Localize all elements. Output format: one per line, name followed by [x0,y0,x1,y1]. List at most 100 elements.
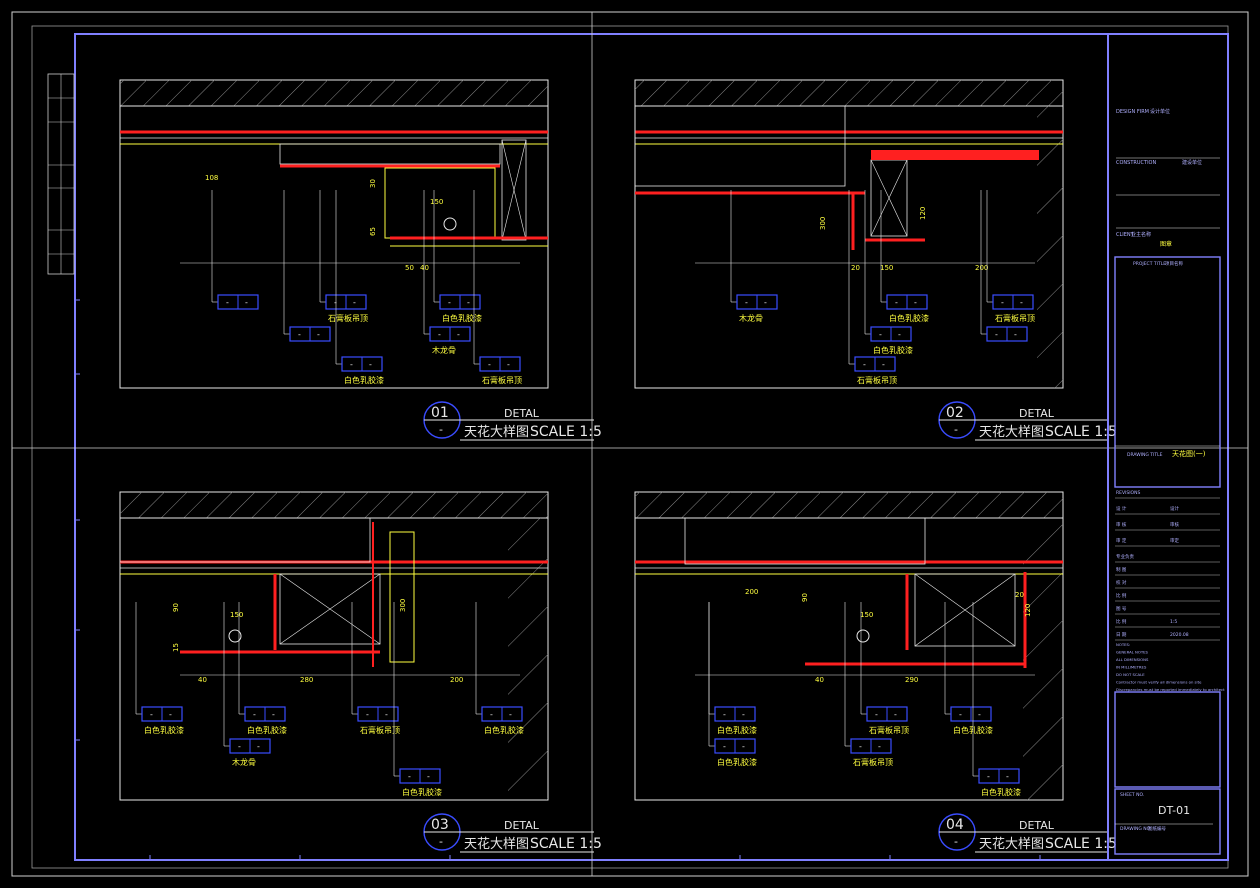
callout-tag-dash: - [1020,298,1023,307]
callout-tag-dash: - [408,772,411,781]
callout-tag-dash: - [334,298,337,307]
dimension-value: 150 [430,198,443,206]
callout-label: 木龙骨 [432,345,456,355]
callout-tag-dash: - [350,360,353,369]
tb-row-value: 1:5 [1170,619,1177,625]
detail-subnumber: - [954,835,958,848]
detail-viewport-frame [119,79,549,389]
callout-tag-dash: - [438,330,441,339]
callout-label: 白色乳胶漆 [717,725,757,735]
detail-title: 天花大样图 [464,836,529,852]
sheet-border [74,33,1229,861]
detail-type-label: DETAL [504,407,540,420]
light-fixture-symbol [856,629,870,643]
light-fixture-symbol [228,629,242,643]
project-value: 项目名称 [1165,260,1183,267]
wall-hatch [1037,106,1063,388]
callout-label: 石膏板吊顶 [360,725,400,735]
callout-tag-dash: - [898,330,901,339]
detail-type-label: DETAL [1019,407,1055,420]
callout-tag-dash: - [1014,330,1017,339]
drawing-title-label: DRAWING TITLE [1127,452,1163,458]
callout-tag-dash: - [978,710,981,719]
tb-row-label: 校 对 [1116,579,1127,586]
detail-type-label: DETAL [504,819,540,832]
light-fixture-symbol [443,217,457,231]
callout-tag-dash: - [987,772,990,781]
detail-scale: SCALE 1:5 [530,836,602,852]
client-value: 建设单位 [1182,159,1202,166]
callout-tag-dash: - [894,710,897,719]
tb-row-label: REVISIONS [1116,490,1140,496]
callout-label: 白色乳胶漆 [889,313,929,323]
callout-label: 石膏板吊顶 [857,375,897,385]
detail-number: 02 [946,405,964,421]
callout-tag-dash: - [742,742,745,751]
drawing-no-label: DRAWING NO. [1120,826,1151,832]
callout-label: 白色乳胶漆 [247,725,287,735]
callout-tag-dash: - [488,360,491,369]
dimension-value: 290 [905,676,918,684]
tb-row-label: 专业负责 [1116,553,1134,560]
dimension-value: 200 [450,676,463,684]
wall-board-yellow [389,531,415,663]
detail-scale: SCALE 1:5 [530,424,602,440]
callout-tag-dash: - [457,330,460,339]
callout-tag-dash: - [995,330,998,339]
dimension-value: 120 [919,207,927,220]
client-label: CONSTRUCTION [1116,160,1156,166]
dimension-value: 40 [420,264,429,272]
callout-tag-dash: - [878,742,881,751]
drawing-title-value: 天花图(一) [1172,449,1206,458]
detail-viewport-frame [119,491,549,801]
dimension-value: 65 [369,227,377,236]
dimension-value: 20 [851,264,860,272]
callout-label: 石膏板吊顶 [482,375,522,385]
detail-subnumber: - [954,423,958,436]
note-line: Contractor must verify all dimensions on… [1116,680,1202,685]
concrete-slab-hatch [120,80,548,106]
callout-tag-dash: - [448,298,451,307]
callout-tag-dash: - [882,360,885,369]
callout-tag-dash: - [317,330,320,339]
dimension-value: 150 [880,264,893,272]
timber-frame [279,573,381,645]
callout-tag-dash: - [245,298,248,307]
dimension-value: 200 [975,264,988,272]
callout-label: 石膏板吊顶 [995,313,1035,323]
tb-row-label: 比 例 [1116,618,1127,625]
callout-label: 白色乳胶漆 [981,787,1021,797]
sheet-number: DT-01 [1158,804,1190,817]
sheet-no-label: SHEET NO. [1120,792,1144,798]
frame-brace [914,573,1016,647]
note-line: DO NOT SCALE [1116,672,1145,677]
detail-number: 04 [946,817,964,833]
client-name-label: CLIENT [1116,232,1135,238]
revision-strip [47,73,75,275]
concrete-slab-hatch [635,80,1063,106]
tb-row-value: 设计 [1170,505,1179,512]
tb-row-value: 审核 [1170,521,1179,528]
callout-label: 石膏板吊顶 [328,313,368,323]
callout-tag-dash: - [895,298,898,307]
detail-number: 01 [431,405,449,421]
dimension-value: 30 [369,179,377,188]
tb-row-label: 审 核 [1116,521,1127,528]
callout-tag-dash: - [723,710,726,719]
callout-tag-dash: - [169,710,172,719]
project-box [1114,256,1221,488]
callout-label: 白色乳胶漆 [717,757,757,767]
note-line: ALL DIMENSIONS [1116,657,1149,662]
designer-label: DESIGN FIRM [1116,109,1149,115]
dimension-value: 280 [300,676,313,684]
stamp-box [1114,691,1221,788]
tb-row-label: 审 定 [1116,537,1127,544]
sheet-number-box [1114,788,1221,855]
callout-tag-dash: - [1006,772,1009,781]
callout-tag-dash: - [427,772,430,781]
callout-tag-dash: - [369,360,372,369]
designer-value: 设计单位 [1150,108,1170,115]
